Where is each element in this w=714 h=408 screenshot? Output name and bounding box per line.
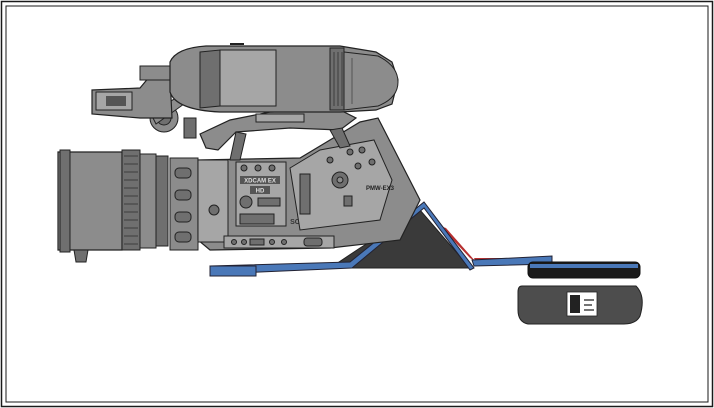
viewfinder-panel <box>219 49 277 107</box>
card-slot <box>299 173 311 215</box>
lens-switch-1 <box>174 167 192 179</box>
side-button-4 <box>354 162 362 170</box>
lens-switch-2 <box>174 189 192 201</box>
mic-holder <box>183 117 197 139</box>
main-dial-center <box>336 176 344 184</box>
iris-ring <box>155 155 169 247</box>
label-lines <box>584 299 594 311</box>
side-switch <box>343 195 353 207</box>
side-button-1 <box>326 156 334 164</box>
handle-front-post <box>229 131 247 161</box>
zoom-ring <box>139 153 157 249</box>
model-label: PMW-EX3 <box>366 186 395 192</box>
handle-rear-post <box>329 127 351 149</box>
badge-bottom-plate <box>250 186 270 194</box>
eyepiece-grip <box>333 52 343 106</box>
label-mark <box>570 295 580 313</box>
wb-switch <box>239 213 275 225</box>
top-unit-cap <box>139 65 171 81</box>
badge-bottom-text: HD <box>256 189 265 195</box>
body-front-panel <box>197 159 229 243</box>
lower-button-3 <box>269 239 275 245</box>
focus-ring-grip <box>124 155 138 245</box>
lens-switch-3 <box>174 211 192 223</box>
lens-foot <box>73 249 89 263</box>
button-c <box>268 164 276 172</box>
badge-top-plate <box>240 176 280 184</box>
front-dial <box>208 204 220 216</box>
lower-button-2 <box>241 239 247 245</box>
side-button-3 <box>358 146 366 154</box>
lower-button-1 <box>231 239 237 245</box>
badge-top-text: XDCAM EX <box>244 179 276 185</box>
focus-ring <box>121 149 141 251</box>
side-button-2 <box>346 148 354 156</box>
lens-front-ring <box>59 149 71 253</box>
shoulder-pad-cap-stripe <box>530 264 638 268</box>
side-button-5 <box>368 158 376 166</box>
button-b <box>254 164 262 172</box>
top-unit-window <box>106 96 126 106</box>
lower-button-4 <box>281 239 287 245</box>
camcorder: XDCAM EX HD SONY PMW-EX3 <box>57 43 421 263</box>
shutter-switch <box>257 197 281 207</box>
lower-toggle <box>303 237 323 247</box>
handle-grip <box>255 113 305 123</box>
eyecup <box>343 51 399 111</box>
viewfinder-front-cap <box>199 49 221 109</box>
button-a <box>240 164 248 172</box>
gain-dial <box>239 195 253 209</box>
rig-front-plate <box>209 265 257 277</box>
lower-switch <box>249 238 265 246</box>
lens-switch-4 <box>174 231 192 243</box>
